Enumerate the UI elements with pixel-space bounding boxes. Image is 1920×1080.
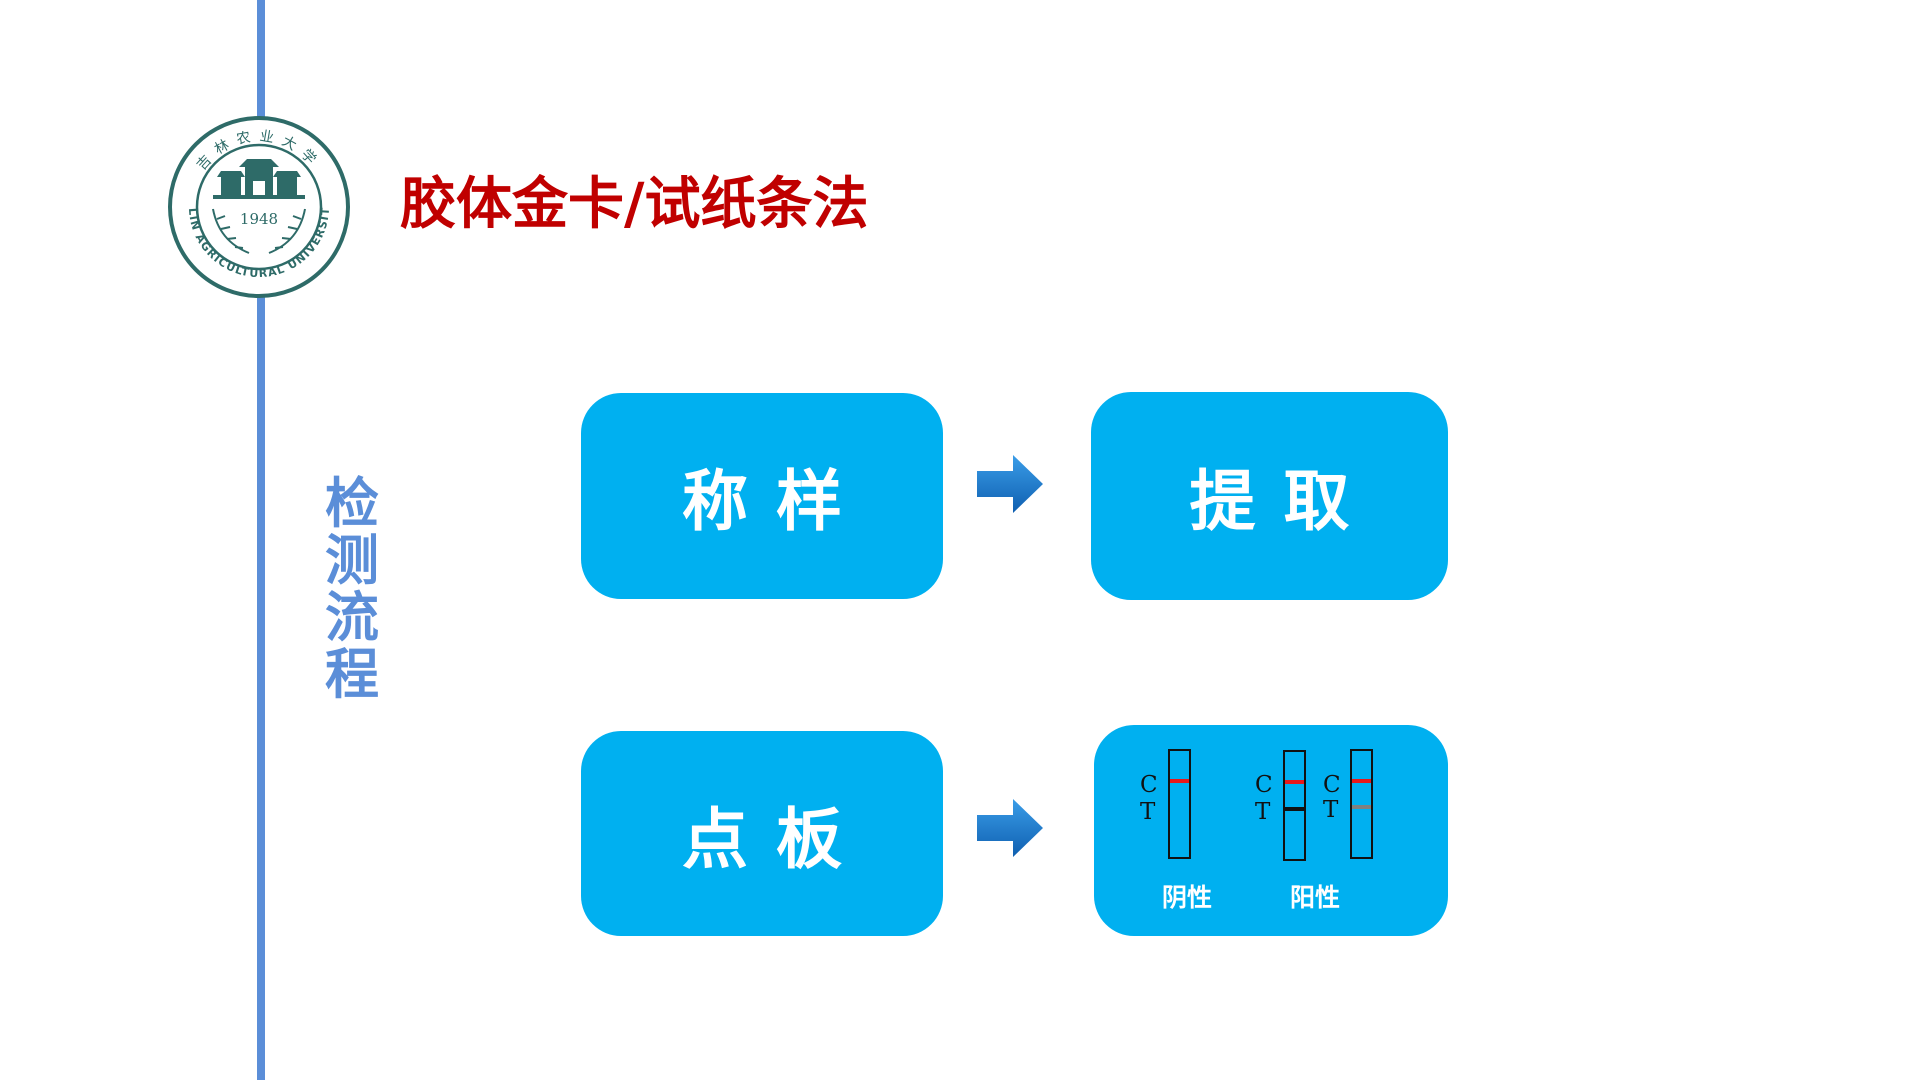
page-title: 胶体金卡/试纸条法 xyxy=(400,172,869,237)
control-line-letter: C xyxy=(1255,772,1273,798)
arrow-right-icon xyxy=(977,455,1043,513)
step-spot-label: 点板 xyxy=(682,800,870,878)
building-icon xyxy=(213,159,305,199)
negative-test-strip xyxy=(1168,749,1191,859)
control-line-letter: C xyxy=(1140,772,1158,798)
wheat-icon xyxy=(212,208,306,254)
positive-label: 阳性 xyxy=(1290,883,1341,912)
seal-year: 1948 xyxy=(240,210,278,228)
control-band xyxy=(1170,779,1189,783)
test-line-letter: T xyxy=(1255,799,1271,825)
control-band xyxy=(1285,780,1304,784)
left-accent-line xyxy=(257,0,265,1080)
test-line-letter: T xyxy=(1140,799,1156,825)
step-extract-label: 提取 xyxy=(1189,463,1378,540)
section-label: 检测流程 xyxy=(325,472,379,706)
negative-label: 阴性 xyxy=(1162,883,1213,912)
arrow-right-icon xyxy=(977,799,1043,857)
university-seal-logo: JILIN AGRICULTURAL UNIVERSITY 吉林农业大学 194… xyxy=(167,115,350,298)
test-band xyxy=(1352,805,1371,809)
step-weigh-label: 称样 xyxy=(682,463,870,540)
step-extract-box: 提取 xyxy=(1091,392,1448,600)
step-weigh-box: 称样 xyxy=(581,393,943,599)
test-band xyxy=(1285,807,1304,811)
positive-test-strip xyxy=(1283,750,1306,861)
step-spot-box: 点板 xyxy=(581,731,943,936)
positive-test-strip xyxy=(1350,749,1373,859)
control-line-letter: C xyxy=(1323,772,1341,798)
result-panel: C T C T C T 阴性 阳性 xyxy=(1094,725,1448,936)
test-line-letter: T xyxy=(1323,797,1339,823)
control-band xyxy=(1352,779,1371,783)
